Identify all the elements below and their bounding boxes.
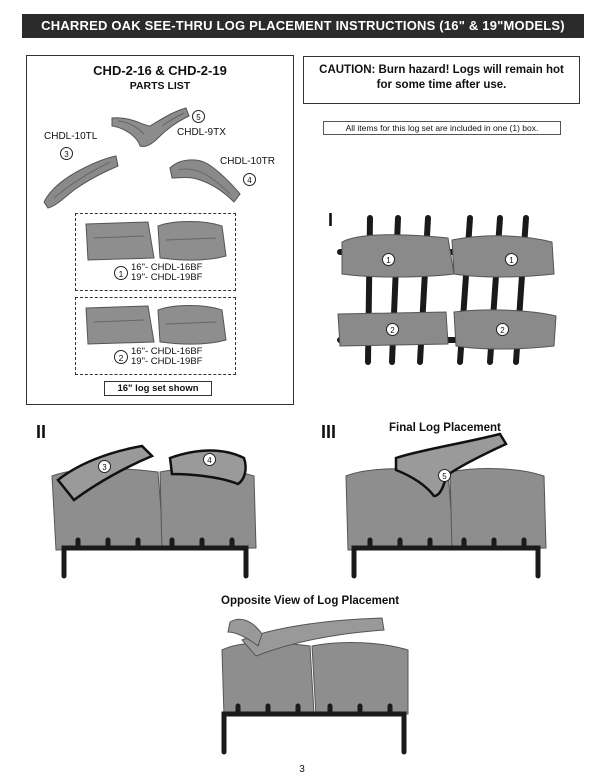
log-marker: 5 [438,469,451,482]
log-10tl-image [43,155,119,209]
part-name-label: CHDL-10TL [44,131,98,142]
log-set-1-image [85,221,227,261]
step-1-label: I [328,210,334,230]
opposite-view-title: Opposite View of Log Placement [221,595,400,607]
log-set-2-image [85,305,227,345]
page-number: 3 [299,764,305,775]
step-1-illustration [337,215,557,365]
set-number-badge: 1 [114,266,128,280]
log-set-1-box [75,213,236,291]
log-marker: 1 [505,253,518,266]
log-set-2-box [75,297,236,375]
step-3-illustration [345,432,547,579]
opposite-view-illustration [221,617,409,755]
parts-list-subtitle: PARTS LIST [129,80,191,92]
part-number-badge: 5 [192,110,205,123]
log-9tx-image [111,107,190,147]
log-marker: 2 [496,323,509,336]
log-set-shown-note: 16" log set shown [104,381,212,396]
log-marker: 3 [98,460,111,473]
log-marker: 2 [386,323,399,336]
caution-box [303,56,580,104]
log-marker: 1 [382,253,395,266]
part-name-label: CHDL-9TX [177,127,226,138]
part-name-label: CHDL-10TR [220,156,276,167]
parts-list-panel [26,55,294,405]
parts-list-title: CHD-2-16 & CHD-2-19 [93,63,227,78]
step-2-label: II [36,422,47,442]
page-header: CHARRED OAK SEE-THRU LOG PLACEMENT INSTR… [22,14,584,38]
log-10tr-image [169,159,241,203]
caution-text: CAUTION: Burn hazard! Logs will remain h… [319,64,564,91]
part-number-badge: 3 [60,147,73,160]
step-3-label: III [321,422,337,442]
final-placement-title: Final Log Placement [389,422,501,434]
part-number-badge: 4 [243,173,256,186]
box-contents-note: All items for this log set are included … [323,121,561,135]
log-marker: 4 [203,453,216,466]
step-2-illustration [51,444,257,579]
set-number-badge: 2 [114,350,128,364]
